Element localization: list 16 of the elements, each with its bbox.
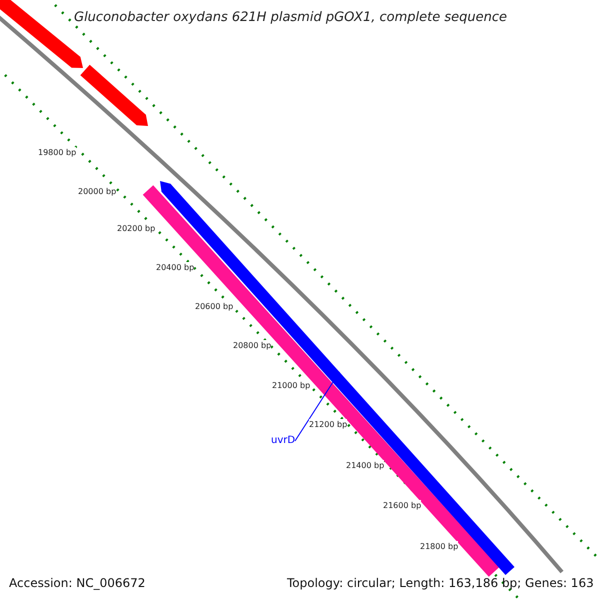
tick-label: 20000 bp [78, 186, 116, 197]
title: Gluconobacter oxydans 621H plasmid pGOX1, complete sequence [74, 10, 507, 26]
tick-label: 21400 bp [346, 460, 384, 471]
tick-label: 21000 bp [272, 380, 310, 391]
tick-label: 21600 bp [383, 500, 422, 511]
tick-label: 21200 bp [309, 419, 348, 430]
tick-label: 20200 bp [117, 223, 156, 234]
accession-text: Accession: NC_006672 [9, 576, 146, 591]
tick-label: 20600 bp [195, 301, 234, 312]
tick-label: 19800 bp [38, 147, 76, 158]
tick-label: 20400 bp [156, 262, 194, 273]
summary-text: Topology: circular; Length: 163,186 bp; Genes: 163 [287, 576, 594, 591]
gene-label: uvrD [271, 436, 296, 446]
tick-label: 20800 bp [233, 340, 272, 351]
tick-label: 21800 bp [420, 541, 458, 552]
leader-line [294, 372, 340, 442]
